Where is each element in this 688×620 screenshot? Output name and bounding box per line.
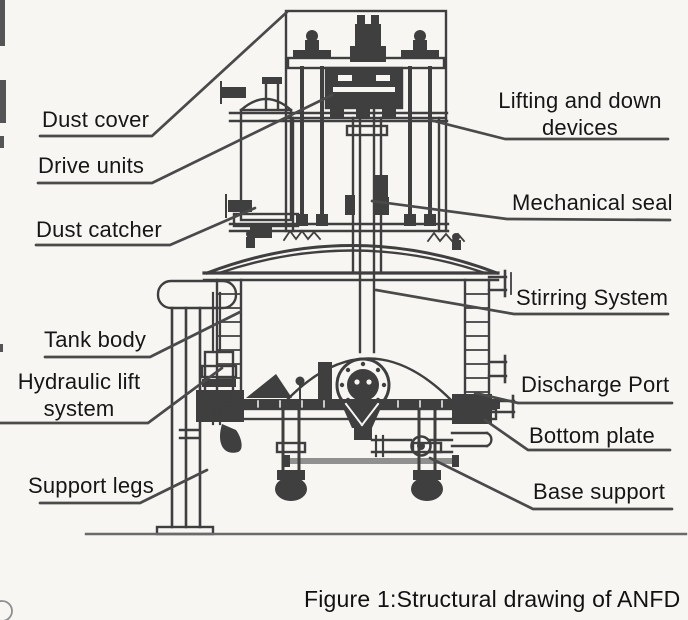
drive-motor (350, 15, 386, 62)
leader-dust-cover (38, 10, 289, 138)
label-drive-units: Drive units (38, 153, 145, 178)
label-stirring-system: Stirring System (516, 285, 669, 310)
leader-drive-units (36, 93, 334, 185)
leader-base-support (428, 456, 674, 511)
leader-discharge-port (473, 391, 674, 405)
leader-tank-body (43, 310, 242, 359)
label-dust-catcher: Dust catcher (36, 217, 162, 242)
leader-bottom-plate (483, 418, 672, 452)
tank-body-part (156, 229, 512, 401)
label-tank-body: Tank body (44, 327, 147, 352)
label-lifting-and-down-devices: Lifting and down devices (490, 88, 670, 142)
leader-hydraulic-lift (0, 366, 224, 425)
base-support-legs (275, 407, 443, 501)
label-dust-cover: Dust cover (42, 107, 150, 132)
lifting-cylinders (293, 30, 439, 226)
label-support-legs: Support legs (28, 473, 154, 498)
gearbox (324, 66, 404, 118)
label-hydraulic-lift-line2: system (43, 395, 115, 421)
leader-stirring-system (374, 288, 670, 316)
label-hydraulic-lift-system: Hydraulic lift system (4, 369, 154, 423)
discharge-port-part (452, 394, 516, 424)
label-mechanical-seal: Mechanical seal (512, 190, 673, 215)
label-base-support: Base support (533, 479, 666, 504)
hydraulic-cylinder (200, 291, 238, 426)
scan-edge-artifacts (0, 0, 6, 352)
bottom-piping (178, 428, 493, 467)
label-discharge-port: Discharge Port (521, 372, 670, 397)
agitator (246, 357, 454, 413)
leader-support-legs (38, 468, 209, 505)
figure-caption: Figure 1:Structural drawing of ANFD (304, 586, 681, 612)
leader-lines (0, 10, 674, 511)
corner-circle-artifact (0, 600, 13, 620)
label-hydraulic-lift-line1: Hydraulic lift (17, 369, 141, 394)
dust-catcher (220, 77, 300, 238)
mechanical-seal-part (345, 195, 355, 215)
leader-mechanical-seal (370, 199, 672, 222)
bottom-plate-part (196, 390, 500, 453)
leader-lifting-devices (428, 118, 670, 141)
label-bottom-plate: Bottom plate (529, 423, 655, 448)
leader-dust-catcher (34, 206, 257, 247)
label-lifting-devices-line1: Lifting and down (498, 88, 662, 113)
label-lifting-devices-line2: devices (542, 114, 618, 140)
